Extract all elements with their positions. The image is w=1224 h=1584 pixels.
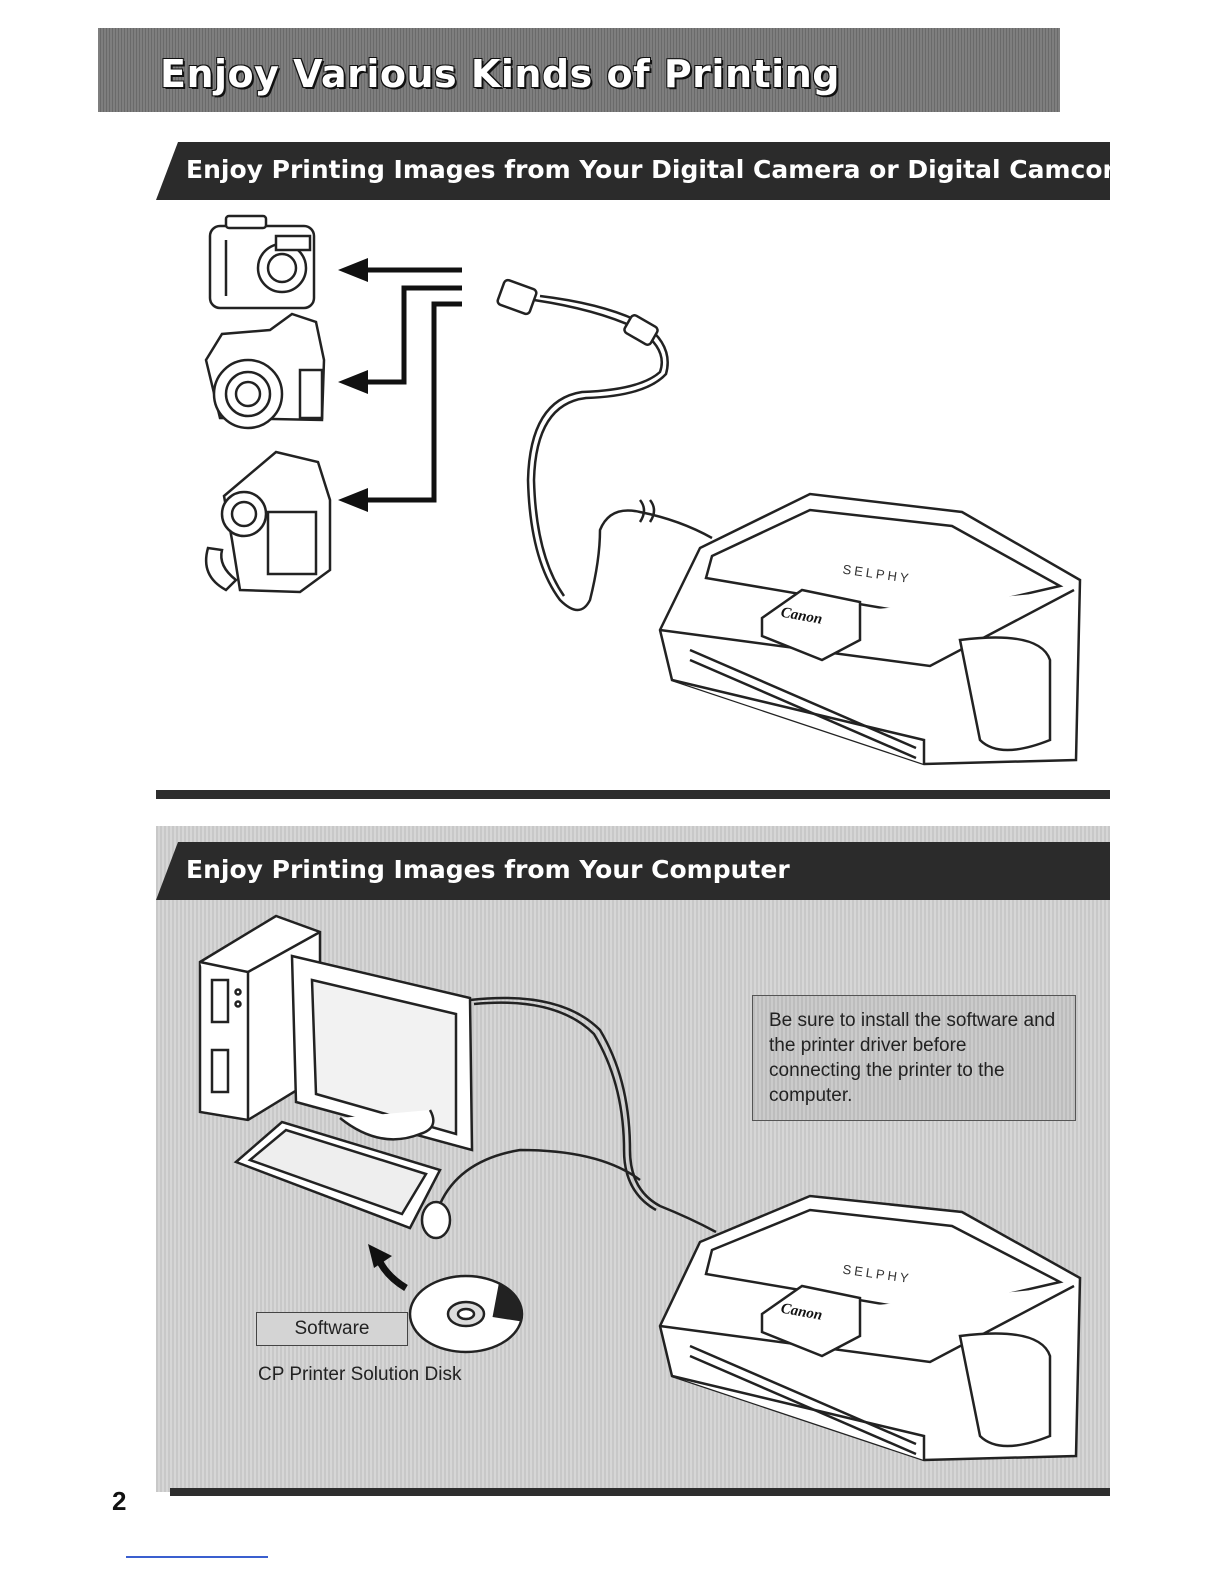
pc-tower-icon bbox=[198, 914, 322, 1122]
section-divider bbox=[156, 790, 1110, 799]
slr-camera-icon bbox=[204, 312, 326, 430]
mouse-icon bbox=[420, 1200, 452, 1240]
title-bar bbox=[98, 28, 1060, 112]
printer-icon bbox=[658, 492, 1082, 766]
page-title: Enjoy Various Kinds of Printing bbox=[160, 52, 840, 96]
section-computer-heading-bar: Enjoy Printing Images from Your Computer bbox=[156, 842, 1110, 900]
bottom-rule bbox=[170, 1488, 1110, 1496]
disc-icon bbox=[408, 1274, 524, 1354]
computer-cable bbox=[438, 996, 717, 1234]
software-label: Software bbox=[256, 1312, 408, 1346]
section-camera-heading-bar: Enjoy Printing Images from Your Digital … bbox=[156, 142, 1110, 200]
usb-cable bbox=[496, 278, 713, 612]
section-camera-heading: Enjoy Printing Images from Your Digital … bbox=[186, 155, 1110, 184]
compact-camera-icon bbox=[208, 214, 316, 310]
printer-brand: Canon bbox=[780, 1301, 824, 1324]
disk-label: CP Printer Solution Disk bbox=[258, 1364, 462, 1385]
keyboard-icon bbox=[233, 1120, 442, 1230]
install-note: Be sure to install the software and the … bbox=[752, 995, 1076, 1121]
section-computer-heading: Enjoy Printing Images from Your Computer bbox=[186, 855, 790, 884]
monitor-icon bbox=[290, 954, 474, 1152]
footer-line bbox=[126, 1556, 268, 1558]
printer-brand: Canon bbox=[780, 605, 824, 628]
printer-icon bbox=[658, 1194, 1082, 1462]
page-number: 2 bbox=[112, 1486, 127, 1516]
camcorder-icon bbox=[204, 450, 332, 594]
